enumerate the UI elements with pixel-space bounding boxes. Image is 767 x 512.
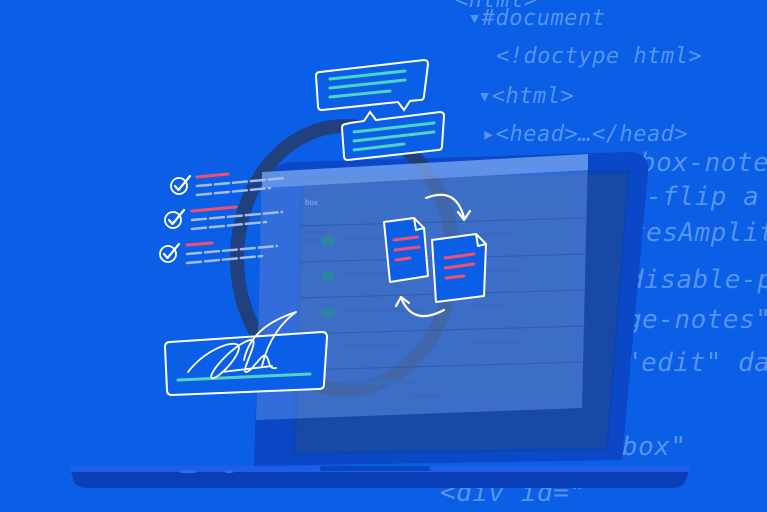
app-window (256, 154, 588, 420)
code-line: ge-notes" (626, 305, 767, 335)
chat-bubble-icon (314, 58, 430, 112)
code-line: <html> (455, 0, 538, 13)
code-line: ▸<head>…</head> (482, 122, 689, 147)
checklist (159, 172, 287, 265)
sync-arrows-icon (394, 193, 472, 318)
code-line: "edit" dat (625, 348, 767, 378)
chat-bubble-icon (340, 110, 446, 162)
document-icon (431, 233, 487, 303)
document-icon (383, 217, 429, 283)
code-line: tesAmplit (630, 218, 767, 248)
code-line: ▾#document (468, 6, 606, 31)
code-line: <!doctype html> (496, 44, 703, 69)
app-logo: box (305, 197, 318, 208)
checkmark-icon (164, 208, 186, 229)
code-line: e-flip a (630, 182, 760, 212)
code-line: ▾<html> (478, 84, 575, 109)
code-line: disable-pa (628, 265, 767, 295)
code-line: box" (622, 432, 687, 462)
code-line: box-notes (640, 148, 767, 178)
signature-icon (163, 311, 329, 397)
checkmark-icon (170, 174, 192, 195)
checkmark-icon (159, 242, 181, 263)
